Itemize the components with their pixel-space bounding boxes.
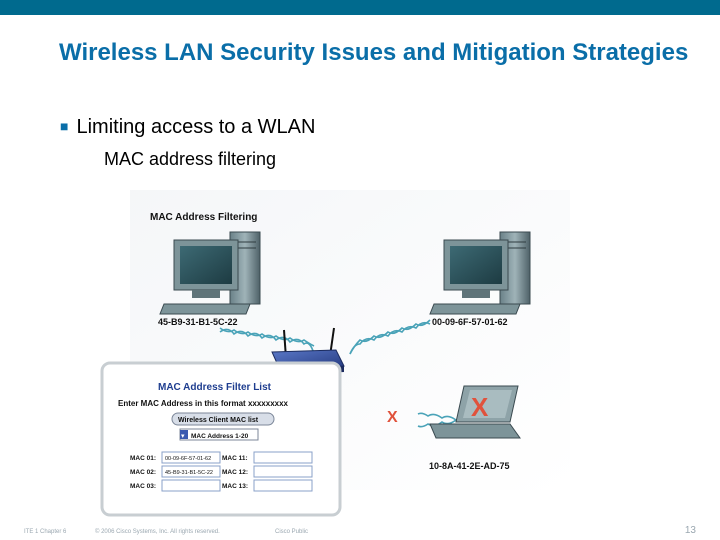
mac-range-select-value: MAC Address 1-20 [191,433,249,440]
footer-copyright: © 2006 Cisco Systems, Inc. All rights re… [95,529,220,535]
desktop-computer-right-icon [429,231,531,315]
pc-left-mac: 45-B9-31-B1-5C-22 [158,317,238,327]
slide-title: Wireless LAN Security Issues and Mitigat… [59,39,689,66]
mac-entry-field[interactable] [253,451,313,464]
diagram-caption: MAC Address Filtering [150,212,257,223]
desktop-computer-left-icon [159,231,261,315]
bullet-text: Limiting access to a WLAN [76,116,316,138]
bullet-item: ■ Limiting access to a WLAN [60,116,315,139]
mac-row-label: MAC 13: [222,483,248,490]
pc-right-mac: 00-09-6F-57-01-62 [432,317,508,327]
panel-instruction: Enter MAC Address in this format xxxxxxx… [118,399,289,408]
mac-row-label: MAC 11: [222,455,248,462]
client-mac-list-button[interactable] [171,412,275,426]
mac-range-select-arrow-box [180,430,188,439]
laptop-blocked-mark: X [471,392,489,422]
chevron-down-icon: ▾ [181,432,185,440]
mac-entry-field[interactable] [161,465,221,478]
mac-entry-value: 45-B9-31-B1-5C-22 [165,470,213,476]
mac-entry-field[interactable] [253,479,313,492]
wireless-signal-waves [219,319,471,428]
mac-entry-field[interactable] [253,465,313,478]
mac-row-label: MAC 12: [222,469,248,476]
bullet-square-icon: ■ [60,118,69,134]
connection-blocked-mark: X [387,409,398,426]
mac-entry-field[interactable] [161,479,221,492]
mac-row-label: MAC 02: [130,469,156,476]
top-accent-bar [0,0,720,15]
client-mac-list-button-label: Wireless Client MAC list [178,417,259,424]
footer-classification: Cisco Public [275,529,309,535]
mac-entry-field[interactable] [161,451,221,464]
laptop-computer-icon [429,385,521,439]
mac-row-label: MAC 01: [130,455,156,462]
sub-bullet-text: MAC address filtering [104,149,277,169]
panel-title: MAC Address Filter List [158,382,272,393]
laptop-mac: 10-8A-41-2E-AD-75 [429,461,510,471]
mac-entry-value: 00-09-6F-57-01-62 [165,456,211,462]
page-number: 13 [684,525,696,536]
footer-chapter: ITE 1 Chapter 6 [24,529,67,535]
mac-filtering-diagram: MAC Address Filtering 45-B9-31-B1-5C-22 … [100,190,570,517]
mac-filter-list-panel: MAC Address Filter List Enter MAC Addres… [100,361,342,517]
mac-row-label: MAC 03: [130,483,156,490]
